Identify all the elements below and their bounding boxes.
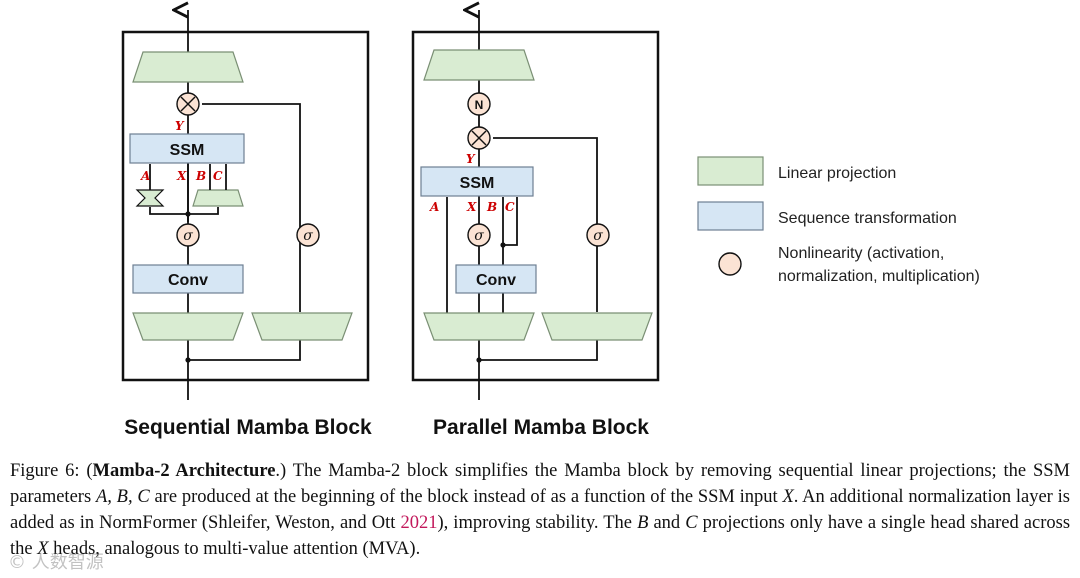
- sequential-activation-circle: [176, 223, 200, 247]
- sequential-gate-activation-circle: [296, 223, 320, 247]
- legend-linear-label: Linear projection: [778, 165, 896, 182]
- parallel-activation-label: σ: [474, 228, 484, 244]
- sequential-a-projection: [135, 189, 165, 207]
- parallel-norm-label: N: [475, 98, 484, 112]
- legend-nonlinearity-label-line2: normalization, multiplication): [778, 268, 980, 285]
- sequential-conv-box: [132, 264, 244, 294]
- parallel-ssm-box: [420, 166, 534, 197]
- parallel-activation-circle: [467, 223, 491, 247]
- parallel-input-projection-left: [423, 312, 535, 341]
- sequential-block-frame: [121, 30, 370, 382]
- sequential-label-a: A: [140, 169, 150, 183]
- sequential-conv-label: Conv: [168, 272, 208, 289]
- parallel-block-frame: [411, 30, 660, 382]
- parallel-norm-circle: [467, 92, 491, 116]
- parallel-label-x: X: [466, 200, 477, 214]
- parallel-label-a: A: [429, 200, 439, 214]
- sequential-mamba-block: Conv σ σ SSM A X B C Y Sequential Mamba: [121, 10, 372, 439]
- parallel-input-projection-right: [541, 312, 653, 341]
- watermark: © 人数智源: [8, 552, 104, 573]
- sequential-activation-label: σ: [183, 228, 193, 244]
- parallel-label-y: Y: [466, 152, 476, 166]
- legend-nonlinearity-swatch: [718, 252, 742, 276]
- sequential-input-projection-left: [132, 312, 244, 341]
- sequential-label-y: Y: [175, 119, 185, 133]
- sequential-ssm-label: SSM: [170, 142, 205, 159]
- parallel-gate-activation-label: σ: [593, 228, 603, 244]
- parallel-mamba-block: Conv σ σ SSM A X B C Y N Parallel Mamba …: [411, 10, 660, 439]
- parallel-conv-box: [455, 264, 537, 294]
- sequential-label-c: C: [213, 169, 223, 183]
- caption-figure-number: Figure 6:: [10, 461, 80, 481]
- legend-sequence-swatch: [697, 201, 764, 231]
- parallel-gate-activation-circle: [586, 223, 610, 247]
- sequential-label-x: X: [176, 169, 187, 183]
- parallel-block-title: Parallel Mamba Block: [433, 416, 649, 439]
- sequential-ssm-box: [129, 133, 245, 164]
- parallel-ssm-label: SSM: [460, 175, 495, 192]
- sequential-label-b: B: [195, 169, 206, 183]
- sequential-output-projection: [132, 51, 244, 83]
- citation-link[interactable]: 2021: [400, 513, 438, 533]
- parallel-output-projection: [423, 49, 535, 81]
- figure-caption: Figure 6: (Mamba-2 Architecture.) The Ma…: [10, 461, 1071, 559]
- parallel-label-c: C: [505, 200, 515, 214]
- sequential-gate-activation-label: σ: [303, 228, 313, 244]
- legend-linear-swatch: [697, 156, 764, 186]
- sequential-bc-projection: [192, 189, 244, 207]
- parallel-conv-label: Conv: [476, 272, 516, 289]
- sequential-input-projection-right: [251, 312, 353, 341]
- caption-title: Mamba-2 Architecture: [92, 461, 276, 481]
- legend-nonlinearity-label-line1: Nonlinearity (activation,: [778, 245, 944, 262]
- sequential-block-title: Sequential Mamba Block: [124, 416, 372, 439]
- mamba2-architecture-diagram: Conv σ σ SSM A X B C Y Sequential Mamba: [121, 0, 980, 439]
- legend: Linear projection Sequence transformatio…: [697, 156, 980, 285]
- parallel-label-b: B: [486, 200, 497, 214]
- legend-sequence-label: Sequence transformation: [778, 210, 957, 227]
